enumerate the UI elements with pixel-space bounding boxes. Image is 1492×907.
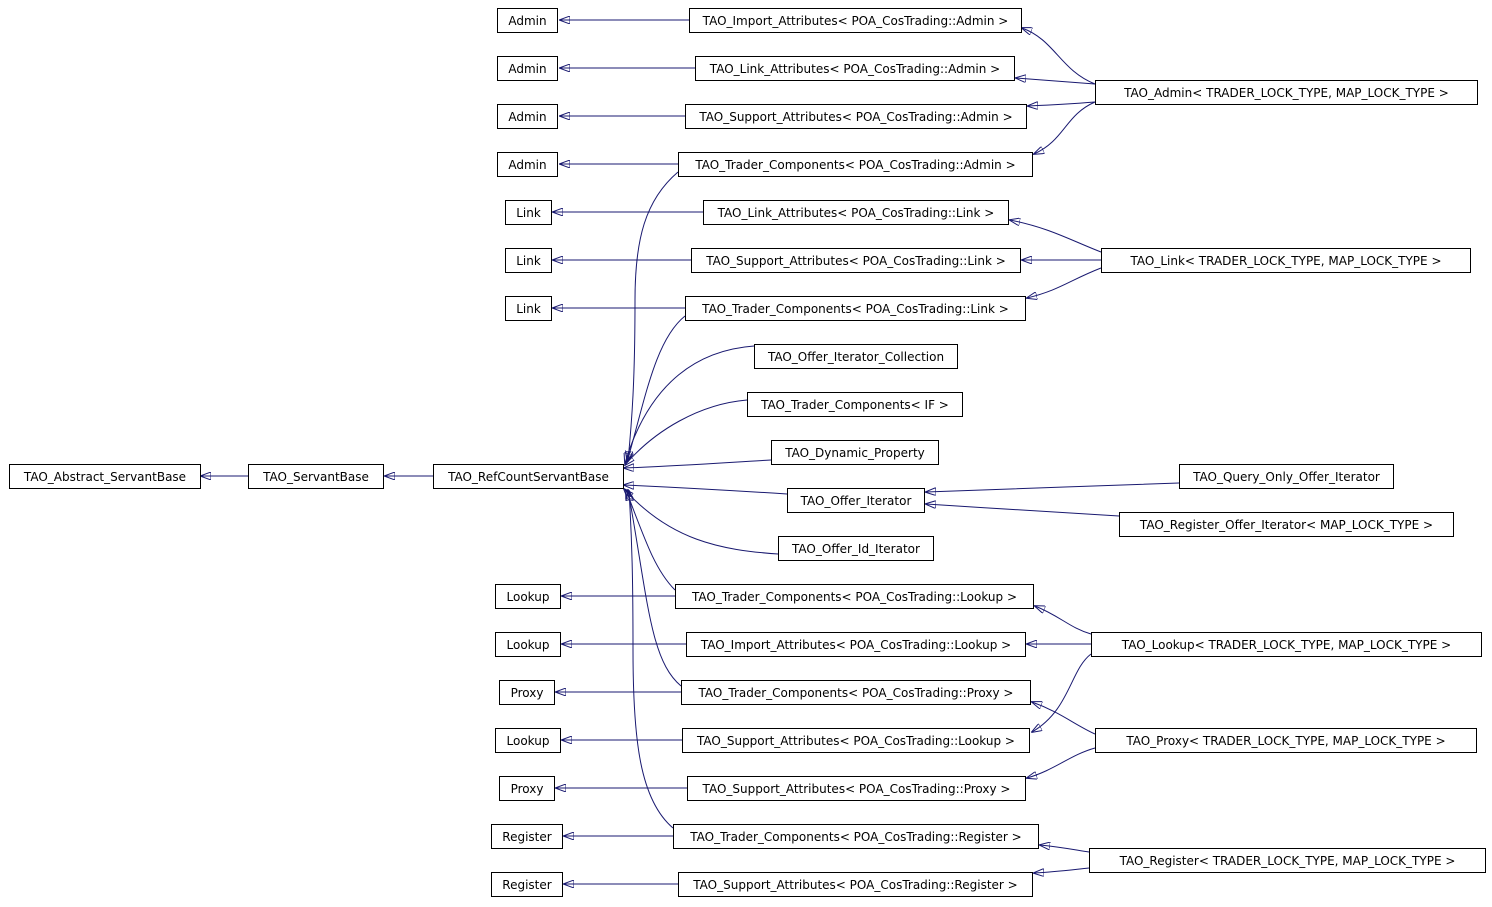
node-trader-components-admin[interactable]: TAO_Trader_Components< POA_CosTrading::A…	[678, 152, 1033, 177]
edge-link-to-trader-link	[1027, 267, 1102, 298]
edge-register-offer-to-offer-iterator	[926, 504, 1120, 517]
node-tao-proxy[interactable]: TAO_Proxy< TRADER_LOCK_TYPE, MAP_LOCK_TY…	[1095, 728, 1477, 753]
node-admin-4[interactable]: Admin	[497, 152, 558, 177]
node-admin-2[interactable]: Admin	[497, 56, 558, 81]
edge-trader-if-to-refcount	[625, 399, 748, 465]
node-trader-components-register[interactable]: TAO_Trader_Components< POA_CosTrading::R…	[673, 824, 1039, 849]
edge-offer-iterator-to-refcount	[624, 485, 788, 495]
node-trader-components-lookup[interactable]: TAO_Trader_Components< POA_CosTrading::L…	[675, 584, 1034, 609]
edge-proxy-to-trader-proxy	[1032, 702, 1096, 735]
node-tao-refcountservantbase[interactable]: TAO_RefCountServantBase	[433, 464, 624, 489]
edge-trader-proxy-to-refcount	[628, 490, 682, 687]
edge-trader-link-to-refcount	[627, 315, 686, 462]
node-tao-register[interactable]: TAO_Register< TRADER_LOCK_TYPE, MAP_LOCK…	[1089, 848, 1486, 873]
edge-admin-to-trader-admin	[1034, 101, 1096, 154]
edge-register-to-support-register	[1034, 867, 1090, 873]
edge-collection-to-refcount	[625, 345, 755, 463]
node-tao-admin[interactable]: TAO_Admin< TRADER_LOCK_TYPE, MAP_LOCK_TY…	[1095, 80, 1478, 105]
node-link-attributes-link[interactable]: TAO_Link_Attributes< POA_CosTrading::Lin…	[703, 200, 1009, 225]
node-support-attributes-register[interactable]: TAO_Support_Attributes< POA_CosTrading::…	[678, 872, 1033, 897]
edge-proxy-to-support-proxy	[1027, 747, 1096, 778]
node-trader-components-if[interactable]: TAO_Trader_Components< IF >	[747, 392, 963, 417]
node-tao-link[interactable]: TAO_Link< TRADER_LOCK_TYPE, MAP_LOCK_TYP…	[1101, 248, 1471, 273]
node-tao-servantbase[interactable]: TAO_ServantBase	[248, 464, 384, 489]
edge-link-to-link-link	[1010, 220, 1102, 253]
edge-register-to-trader-register	[1040, 845, 1090, 853]
edge-lookup-to-support-lookup	[1032, 653, 1092, 732]
edge-trader-admin-to-refcount	[628, 171, 679, 461]
node-proxy-1[interactable]: Proxy	[499, 680, 555, 705]
edge-lookup-to-trader-lookup	[1035, 606, 1092, 635]
node-tao-lookup[interactable]: TAO_Lookup< TRADER_LOCK_TYPE, MAP_LOCK_T…	[1091, 632, 1482, 657]
node-proxy-2[interactable]: Proxy	[499, 776, 555, 801]
edge-trader-register-to-refcount	[629, 491, 674, 829]
edge-trader-lookup-to-refcount	[626, 490, 676, 591]
edge-dynamic-to-refcount	[624, 459, 772, 468]
node-support-attributes-admin[interactable]: TAO_Support_Attributes< POA_CosTrading::…	[685, 104, 1027, 129]
node-lookup-1[interactable]: Lookup	[495, 584, 561, 609]
node-link-1[interactable]: Link	[505, 200, 552, 225]
node-query-only-offer-iterator[interactable]: TAO_Query_Only_Offer_Iterator	[1179, 464, 1394, 489]
node-register-2[interactable]: Register	[491, 872, 563, 897]
edge-admin-to-support-admin	[1028, 101, 1096, 106]
node-admin-3[interactable]: Admin	[497, 104, 558, 129]
node-link-2[interactable]: Link	[505, 248, 552, 273]
node-dynamic-property[interactable]: TAO_Dynamic_Property	[771, 440, 939, 465]
node-lookup-3[interactable]: Lookup	[495, 728, 561, 753]
edge-offer-id-to-refcount	[624, 489, 779, 555]
node-offer-iterator[interactable]: TAO_Offer_Iterator	[787, 488, 925, 513]
node-register-offer-iterator[interactable]: TAO_Register_Offer_Iterator< MAP_LOCK_TY…	[1119, 512, 1454, 537]
node-link-attributes-admin[interactable]: TAO_Link_Attributes< POA_CosTrading::Adm…	[695, 56, 1015, 81]
node-support-attributes-proxy[interactable]: TAO_Support_Attributes< POA_CosTrading::…	[687, 776, 1026, 801]
node-lookup-2[interactable]: Lookup	[495, 632, 561, 657]
node-link-3[interactable]: Link	[505, 296, 552, 321]
node-support-attributes-lookup[interactable]: TAO_Support_Attributes< POA_CosTrading::…	[682, 728, 1030, 753]
node-offer-iterator-collection[interactable]: TAO_Offer_Iterator_Collection	[754, 344, 958, 369]
edge-admin-to-link-admin	[1016, 78, 1096, 85]
node-trader-components-proxy[interactable]: TAO_Trader_Components< POA_CosTrading::P…	[681, 680, 1031, 705]
node-admin-1[interactable]: Admin	[497, 8, 558, 33]
node-offer-id-iterator[interactable]: TAO_Offer_Id_Iterator	[778, 536, 934, 561]
node-import-attributes-admin[interactable]: TAO_Import_Attributes< POA_CosTrading::A…	[689, 8, 1022, 33]
node-trader-components-link[interactable]: TAO_Trader_Components< POA_CosTrading::L…	[685, 296, 1026, 321]
node-support-attributes-link[interactable]: TAO_Support_Attributes< POA_CosTrading::…	[691, 248, 1021, 273]
edge-query-only-to-offer-iterator	[926, 482, 1180, 492]
node-tao-abstract-servantbase[interactable]: TAO_Abstract_ServantBase	[9, 464, 201, 489]
node-import-attributes-lookup[interactable]: TAO_Import_Attributes< POA_CosTrading::L…	[686, 632, 1026, 657]
node-register-1[interactable]: Register	[491, 824, 563, 849]
edge-admin-to-import-admin	[1022, 28, 1096, 85]
